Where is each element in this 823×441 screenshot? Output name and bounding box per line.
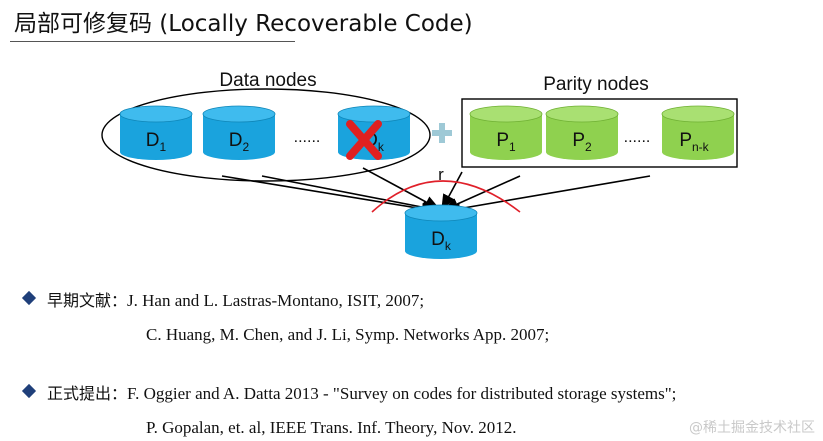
reference-heading: 正式提出： xyxy=(47,384,128,403)
parity-nodes-label: Parity nodes xyxy=(543,74,649,95)
bullet-diamond-icon xyxy=(21,290,37,306)
data-node-1: D1 xyxy=(119,105,193,160)
reference-group-formal: 正式提出：F. Oggier and A. Datta 2013 - "Surv… xyxy=(47,380,676,404)
parity-node-1: P1 xyxy=(469,105,543,160)
parity-node-n-k-label: Pn-k xyxy=(679,130,709,154)
reference-text: F. Oggier and A. Datta 2013 - "Survey on… xyxy=(127,384,677,403)
parity-node-n-k: Pn-k xyxy=(661,105,735,160)
arrow-from-d2 xyxy=(261,175,439,214)
data-node-1-label: D1 xyxy=(146,130,167,154)
bullet-diamond-icon xyxy=(21,383,37,399)
data-node-2: D2 xyxy=(202,105,276,160)
failure-x-icon xyxy=(346,120,382,160)
parity-node-1-label: P1 xyxy=(496,130,516,154)
data-ellipsis: ...... xyxy=(294,129,321,146)
data-node-k-failed: Dk xyxy=(337,105,411,160)
reference-text: J. Han and L. Lastras-Montano, ISIT, 200… xyxy=(127,291,425,310)
data-nodes-label: Data nodes xyxy=(219,70,316,91)
recovered-node-label: Dk xyxy=(431,229,452,253)
reference-heading: 早期文献： xyxy=(47,291,128,310)
repair-locality-arc xyxy=(371,180,521,213)
parity-node-2: P2 xyxy=(545,105,619,160)
reference-text: C. Huang, M. Chen, and J. Li, Symp. Netw… xyxy=(146,325,550,344)
repair-locality-label: r xyxy=(438,165,444,184)
parity-node-2-label: P2 xyxy=(572,130,592,154)
title-underline xyxy=(10,41,295,42)
watermark: @稀土掘金技术社区 xyxy=(689,420,815,436)
arrow-from-pnk xyxy=(444,175,651,215)
plus-icon xyxy=(432,123,452,143)
repair-arrows xyxy=(221,167,651,215)
data-nodes-ellipse xyxy=(101,88,431,182)
parity-ellipsis: ...... xyxy=(624,129,651,146)
arrow-from-d1 xyxy=(221,175,438,215)
recovered-node: Dk xyxy=(404,204,478,259)
data-node-2-label: D2 xyxy=(229,130,250,154)
page-title: 局部可修复码 (Locally Recoverable Code) xyxy=(14,11,473,37)
reference-group-early: 早期文献：J. Han and L. Lastras-Montano, ISIT… xyxy=(47,287,424,311)
arrow-from-dk xyxy=(362,167,441,210)
parity-nodes-box xyxy=(461,98,738,168)
lrc-diagram: Data nodes Parity nodes D1 D2 ...... Dk … xyxy=(101,70,738,259)
reference-text: P. Gopalan, et. al, IEEE Trans. Inf. The… xyxy=(146,418,517,437)
